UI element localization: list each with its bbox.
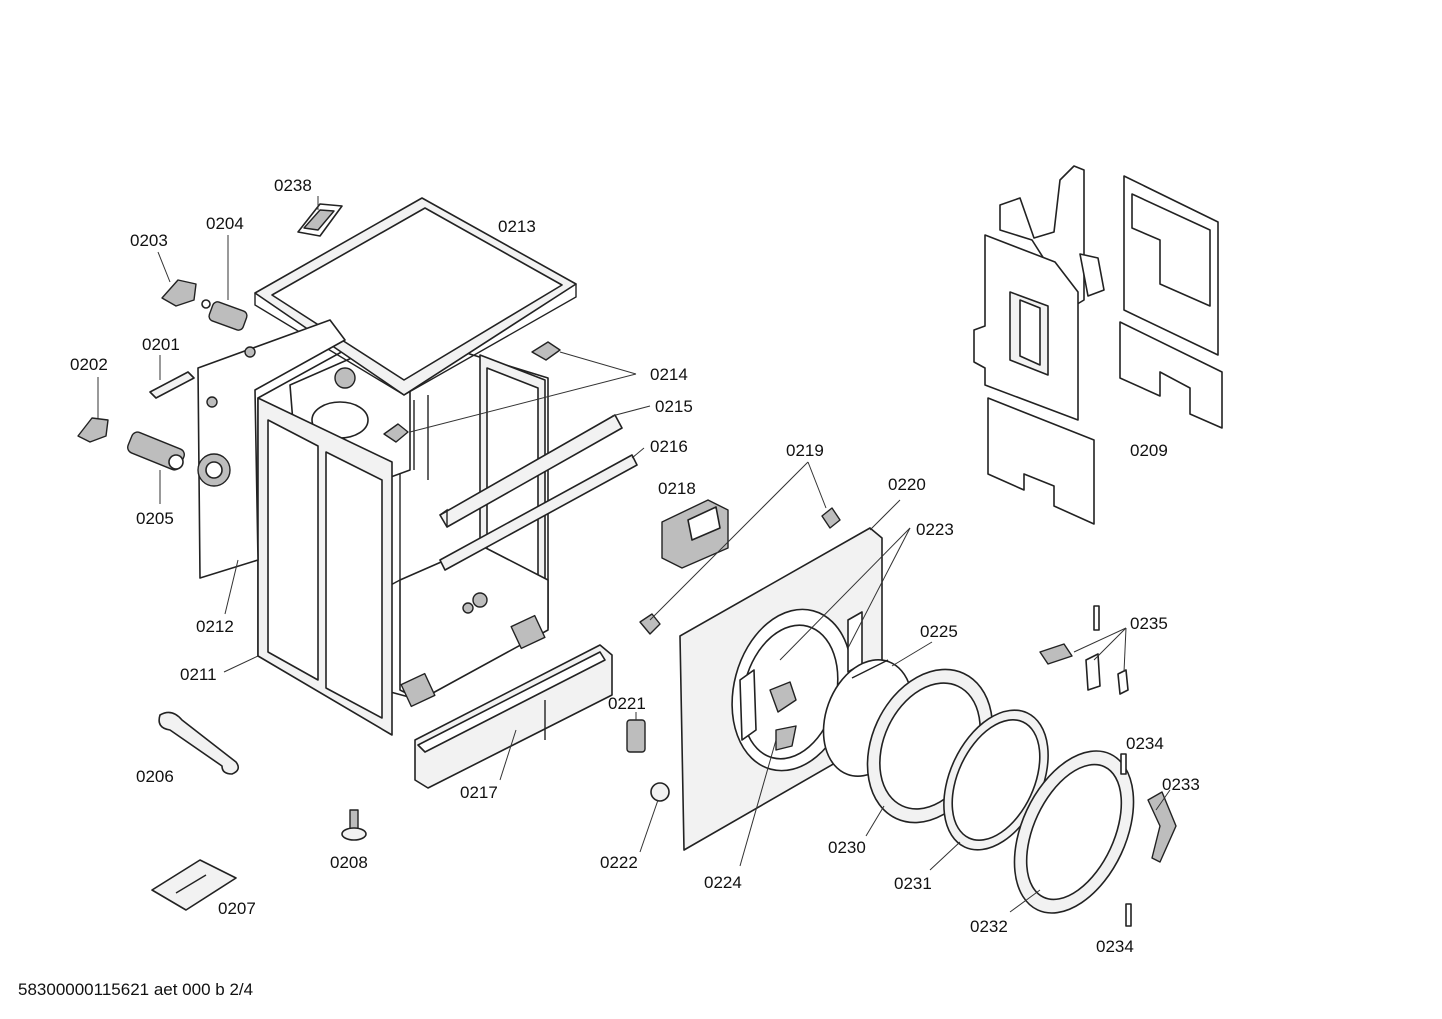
label-0217: 0217: [460, 783, 498, 802]
label-0233: 0233: [1162, 775, 1200, 794]
label-0238: 0238: [274, 176, 312, 195]
label-0207: 0207: [218, 899, 256, 918]
label-0209: 0209: [1130, 441, 1168, 460]
label-0234-top: 0234: [1126, 734, 1164, 753]
part-0208-foot: [341, 809, 367, 841]
label-0205: 0205: [136, 509, 174, 528]
plinth-panel: [414, 644, 613, 789]
part-0206-wrench: [158, 711, 240, 775]
label-0230: 0230: [828, 838, 866, 857]
label-0206: 0206: [136, 767, 174, 786]
door-glass: [943, 709, 1049, 851]
label-0219: 0219: [786, 441, 824, 460]
label-0235: 0235: [1130, 614, 1168, 633]
part-0234-pins: [1120, 753, 1132, 927]
label-0218: 0218: [658, 479, 696, 498]
part-0238-handle: [297, 203, 343, 237]
label-0222: 0222: [600, 853, 638, 872]
label-0211: 0211: [180, 665, 217, 684]
label-0203: 0203: [130, 231, 168, 250]
cabinet-housing: [257, 327, 549, 736]
part-0205-filter: [127, 431, 185, 471]
part-labels: 0238 0204 0203 0213 0201 0202 0214 0215 …: [70, 176, 1200, 956]
label-0234-bottom: 0234: [1096, 937, 1134, 956]
label-0215: 0215: [655, 397, 693, 416]
label-0216: 0216: [650, 437, 688, 456]
cross-rails: [439, 414, 638, 571]
document-reference: 58300000115621 aet 000 b 2/4: [18, 980, 254, 999]
part-0219-hinge-clips: [639, 507, 841, 635]
part-0235-hinge: [1039, 605, 1129, 695]
part-0218-door-lock: [661, 499, 729, 569]
label-0224: 0224: [704, 873, 742, 892]
door-outer-ring: [1013, 750, 1135, 914]
part-0203-clip: [161, 279, 197, 307]
part-0201-bracket: [149, 371, 195, 399]
label-0201: 0201: [142, 335, 180, 354]
label-0231: 0231: [894, 874, 932, 893]
label-0225: 0225: [920, 622, 958, 641]
part-0214-clips: [383, 341, 561, 443]
part-0222-knob: [650, 782, 670, 802]
label-0232: 0232: [970, 917, 1008, 936]
label-0213: 0213: [498, 217, 536, 236]
label-0212: 0212: [196, 617, 234, 636]
part-0202-clip: [77, 417, 109, 443]
label-0221: 0221: [608, 694, 646, 713]
leader-lines: [97, 196, 1171, 913]
label-0204: 0204: [206, 214, 244, 233]
part-0204-valve: [201, 299, 248, 331]
insulation-pads: [973, 165, 1223, 525]
label-0220: 0220: [888, 475, 926, 494]
label-0208: 0208: [330, 853, 368, 872]
front-panel: [679, 527, 883, 851]
label-0202: 0202: [70, 355, 108, 374]
label-0223: 0223: [916, 520, 954, 539]
label-0214: 0214: [650, 365, 688, 384]
side-panel: [197, 319, 346, 579]
part-0233-handle: [1147, 791, 1177, 863]
part-0221-latch: [626, 719, 646, 753]
part-0207-plate: [151, 859, 237, 911]
